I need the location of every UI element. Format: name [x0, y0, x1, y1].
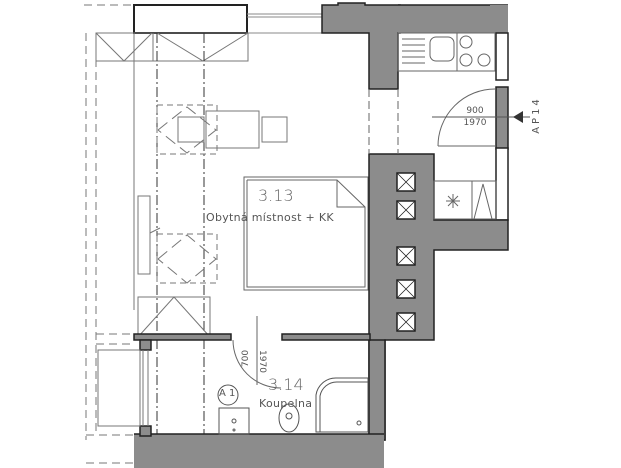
dining-set-upper: [156, 104, 288, 155]
top-window: [133, 4, 322, 34]
bathroom-window: [97, 349, 149, 427]
section-marker-label: AP14: [530, 96, 542, 134]
kitchen-opening: [368, 89, 399, 154]
kitchen-counter: [397, 32, 496, 72]
bathroom-door: [232, 316, 282, 389]
bathroom-door-width: 700: [241, 349, 252, 368]
entry-door-height: 1970: [463, 118, 487, 128]
bathroom-fixtures: [217, 377, 369, 435]
balcony-outline: [84, 4, 134, 464]
kitchen-lower-unit: [433, 180, 497, 220]
axis-lines: [156, 33, 205, 468]
room-name-living: Obytná místnost + KK: [206, 211, 334, 224]
room-number-bathroom: 3.14: [268, 375, 304, 394]
bed: [243, 176, 369, 291]
balcony-awning: [95, 32, 249, 62]
room-number-living: 3.13: [258, 186, 294, 205]
entry-door-width: 900: [466, 106, 484, 116]
ventilation-shafts: [396, 172, 416, 332]
bathroom-door-height: 1970: [256, 350, 267, 373]
fixture-tag: A 1: [219, 388, 236, 399]
structural-walls: [133, 2, 509, 468]
section-marker-arrow-icon: [513, 111, 523, 123]
room-name-bathroom: Koupelna: [259, 397, 313, 410]
